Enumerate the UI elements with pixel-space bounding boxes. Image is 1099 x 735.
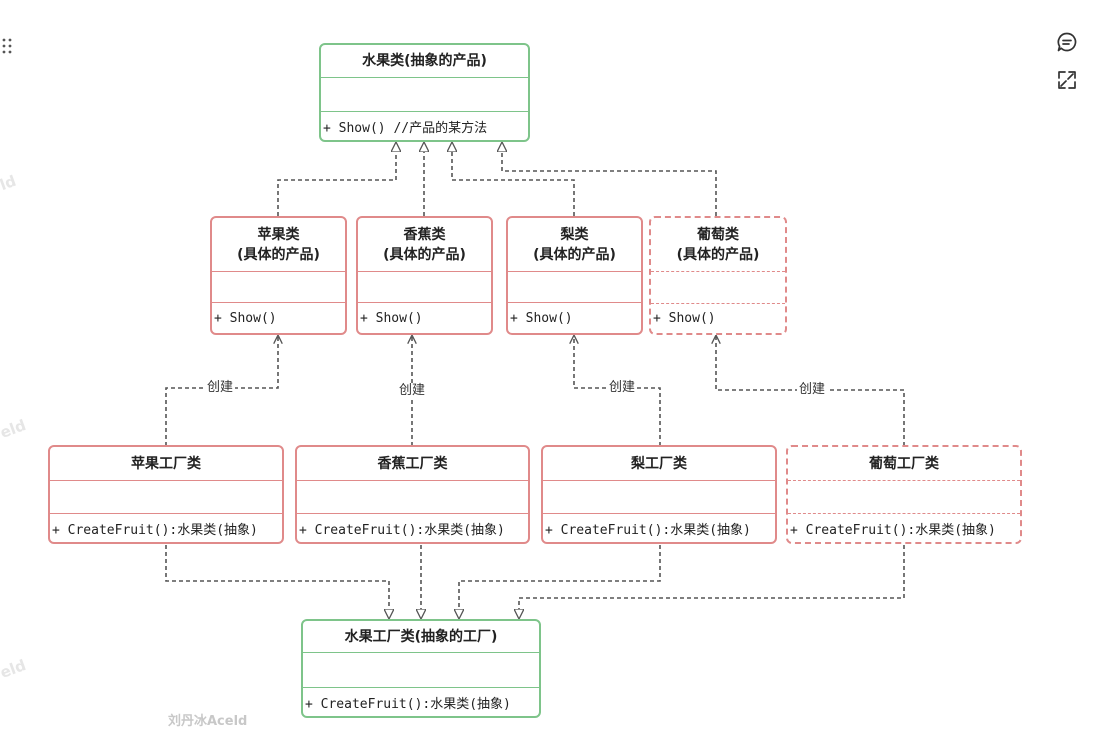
product-class-grape[interactable]: 葡萄类 (具体的产品) + Show() bbox=[649, 216, 787, 335]
class-title: 梨工厂类 bbox=[631, 455, 687, 472]
comment-icon[interactable] bbox=[1056, 31, 1078, 53]
realize-apple-link bbox=[277, 143, 396, 216]
realize-grape-link bbox=[502, 143, 717, 216]
method-label: + Show() bbox=[653, 311, 716, 326]
abstract-factory-class[interactable]: 水果工厂类(抽象的工厂) + CreateFruit():水果类(抽象) bbox=[301, 619, 541, 718]
class-title-line2: (具体的产品) bbox=[383, 246, 466, 263]
method-text: + Show() bbox=[508, 303, 641, 333]
class-name: 水果类(抽象的产品) bbox=[321, 45, 528, 78]
drag-grip-icon[interactable] bbox=[2, 38, 12, 54]
attributes-section bbox=[303, 653, 539, 688]
method-text: + Show() bbox=[651, 304, 785, 333]
method-text: + CreateFruit():水果类(抽象) bbox=[788, 514, 1020, 542]
realize-pear-factory-link bbox=[459, 545, 661, 618]
author-watermark: 刘丹冰Aceld bbox=[168, 714, 248, 729]
method-label: + Show() bbox=[360, 310, 423, 326]
method-text: + Show() //产品的某方法 bbox=[321, 112, 528, 140]
realize-pear-link bbox=[452, 143, 575, 216]
method-label: + Show() //产品的某方法 bbox=[323, 120, 488, 136]
class-title-line2: (具体的产品) bbox=[676, 246, 760, 263]
method-label: + CreateFruit():水果类(抽象) bbox=[305, 696, 511, 712]
method-label: + CreateFruit():水果类(抽象) bbox=[52, 522, 258, 538]
expand-icon[interactable] bbox=[1056, 69, 1078, 91]
class-title-line1: 葡萄类 bbox=[697, 226, 739, 243]
class-name: 水果工厂类(抽象的工厂) bbox=[303, 621, 539, 653]
realize-grape-factory-link bbox=[519, 545, 905, 618]
method-text: + CreateFruit():水果类(抽象) bbox=[543, 514, 775, 542]
product-class-apple[interactable]: 苹果类 (具体的产品) + Show() bbox=[210, 216, 347, 335]
factory-class-grape[interactable]: 葡萄工厂类 + CreateFruit():水果类(抽象) bbox=[786, 445, 1022, 544]
attributes-section bbox=[543, 481, 775, 514]
factory-class-banana[interactable]: 香蕉工厂类 + CreateFruit():水果类(抽象) bbox=[295, 445, 530, 544]
class-name: 苹果工厂类 bbox=[50, 447, 282, 481]
method-label: + CreateFruit():水果类(抽象) bbox=[545, 522, 751, 538]
class-title-line1: 香蕉类 bbox=[403, 226, 446, 243]
attributes-section bbox=[50, 481, 282, 514]
create-label-banana: 创建 bbox=[397, 383, 428, 399]
factory-class-pear[interactable]: 梨工厂类 + CreateFruit():水果类(抽象) bbox=[541, 445, 777, 544]
attributes-section bbox=[358, 272, 491, 303]
method-text: + Show() bbox=[358, 303, 491, 333]
method-text: + CreateFruit():水果类(抽象) bbox=[297, 514, 528, 542]
class-name: 葡萄工厂类 bbox=[788, 447, 1020, 481]
class-name: 梨类 (具体的产品) bbox=[508, 218, 641, 272]
class-title: 水果工厂类(抽象的工厂) bbox=[344, 628, 498, 645]
class-title: 水果类(抽象的产品) bbox=[362, 53, 487, 69]
class-title-line2: (具体的产品) bbox=[237, 246, 320, 263]
method-label: + CreateFruit():水果类(抽象) bbox=[790, 522, 996, 538]
attributes-section bbox=[321, 78, 528, 112]
class-name: 苹果类 (具体的产品) bbox=[212, 218, 345, 272]
attributes-section bbox=[788, 481, 1020, 514]
class-title: 香蕉工厂类 bbox=[377, 455, 448, 472]
abstract-product-class[interactable]: 水果类(抽象的产品) + Show() //产品的某方法 bbox=[319, 43, 530, 142]
method-text: + Show() bbox=[212, 303, 345, 333]
product-class-banana[interactable]: 香蕉类 (具体的产品) + Show() bbox=[356, 216, 493, 335]
attributes-section bbox=[651, 272, 785, 304]
factory-class-apple[interactable]: 苹果工厂类 + CreateFruit():水果类(抽象) bbox=[48, 445, 284, 544]
method-text: + CreateFruit():水果类(抽象) bbox=[303, 688, 539, 716]
method-text: + CreateFruit():水果类(抽象) bbox=[50, 514, 282, 542]
class-title-line1: 苹果类 bbox=[257, 226, 300, 243]
class-title-line1: 梨类 bbox=[560, 226, 589, 243]
method-label: + Show() bbox=[214, 310, 277, 326]
class-name: 香蕉类 (具体的产品) bbox=[358, 218, 491, 272]
method-label: + CreateFruit():水果类(抽象) bbox=[299, 522, 505, 538]
create-label-apple: 创建 bbox=[205, 380, 236, 396]
class-name: 梨工厂类 bbox=[543, 447, 775, 481]
attributes-section bbox=[212, 272, 345, 303]
class-title-line2: (具体的产品) bbox=[533, 246, 616, 263]
create-label-pear: 创建 bbox=[607, 380, 638, 396]
attributes-section bbox=[508, 272, 641, 303]
class-name: 葡萄类 (具体的产品) bbox=[651, 218, 785, 272]
method-label: + Show() bbox=[510, 310, 573, 326]
product-class-pear[interactable]: 梨类 (具体的产品) + Show() bbox=[506, 216, 643, 335]
class-title: 苹果工厂类 bbox=[131, 455, 201, 472]
attributes-section bbox=[297, 481, 528, 514]
realize-apple-factory-link bbox=[165, 545, 389, 618]
class-name: 香蕉工厂类 bbox=[297, 447, 528, 481]
create-label-grape: 创建 bbox=[797, 382, 828, 398]
class-title: 葡萄工厂类 bbox=[869, 455, 939, 472]
